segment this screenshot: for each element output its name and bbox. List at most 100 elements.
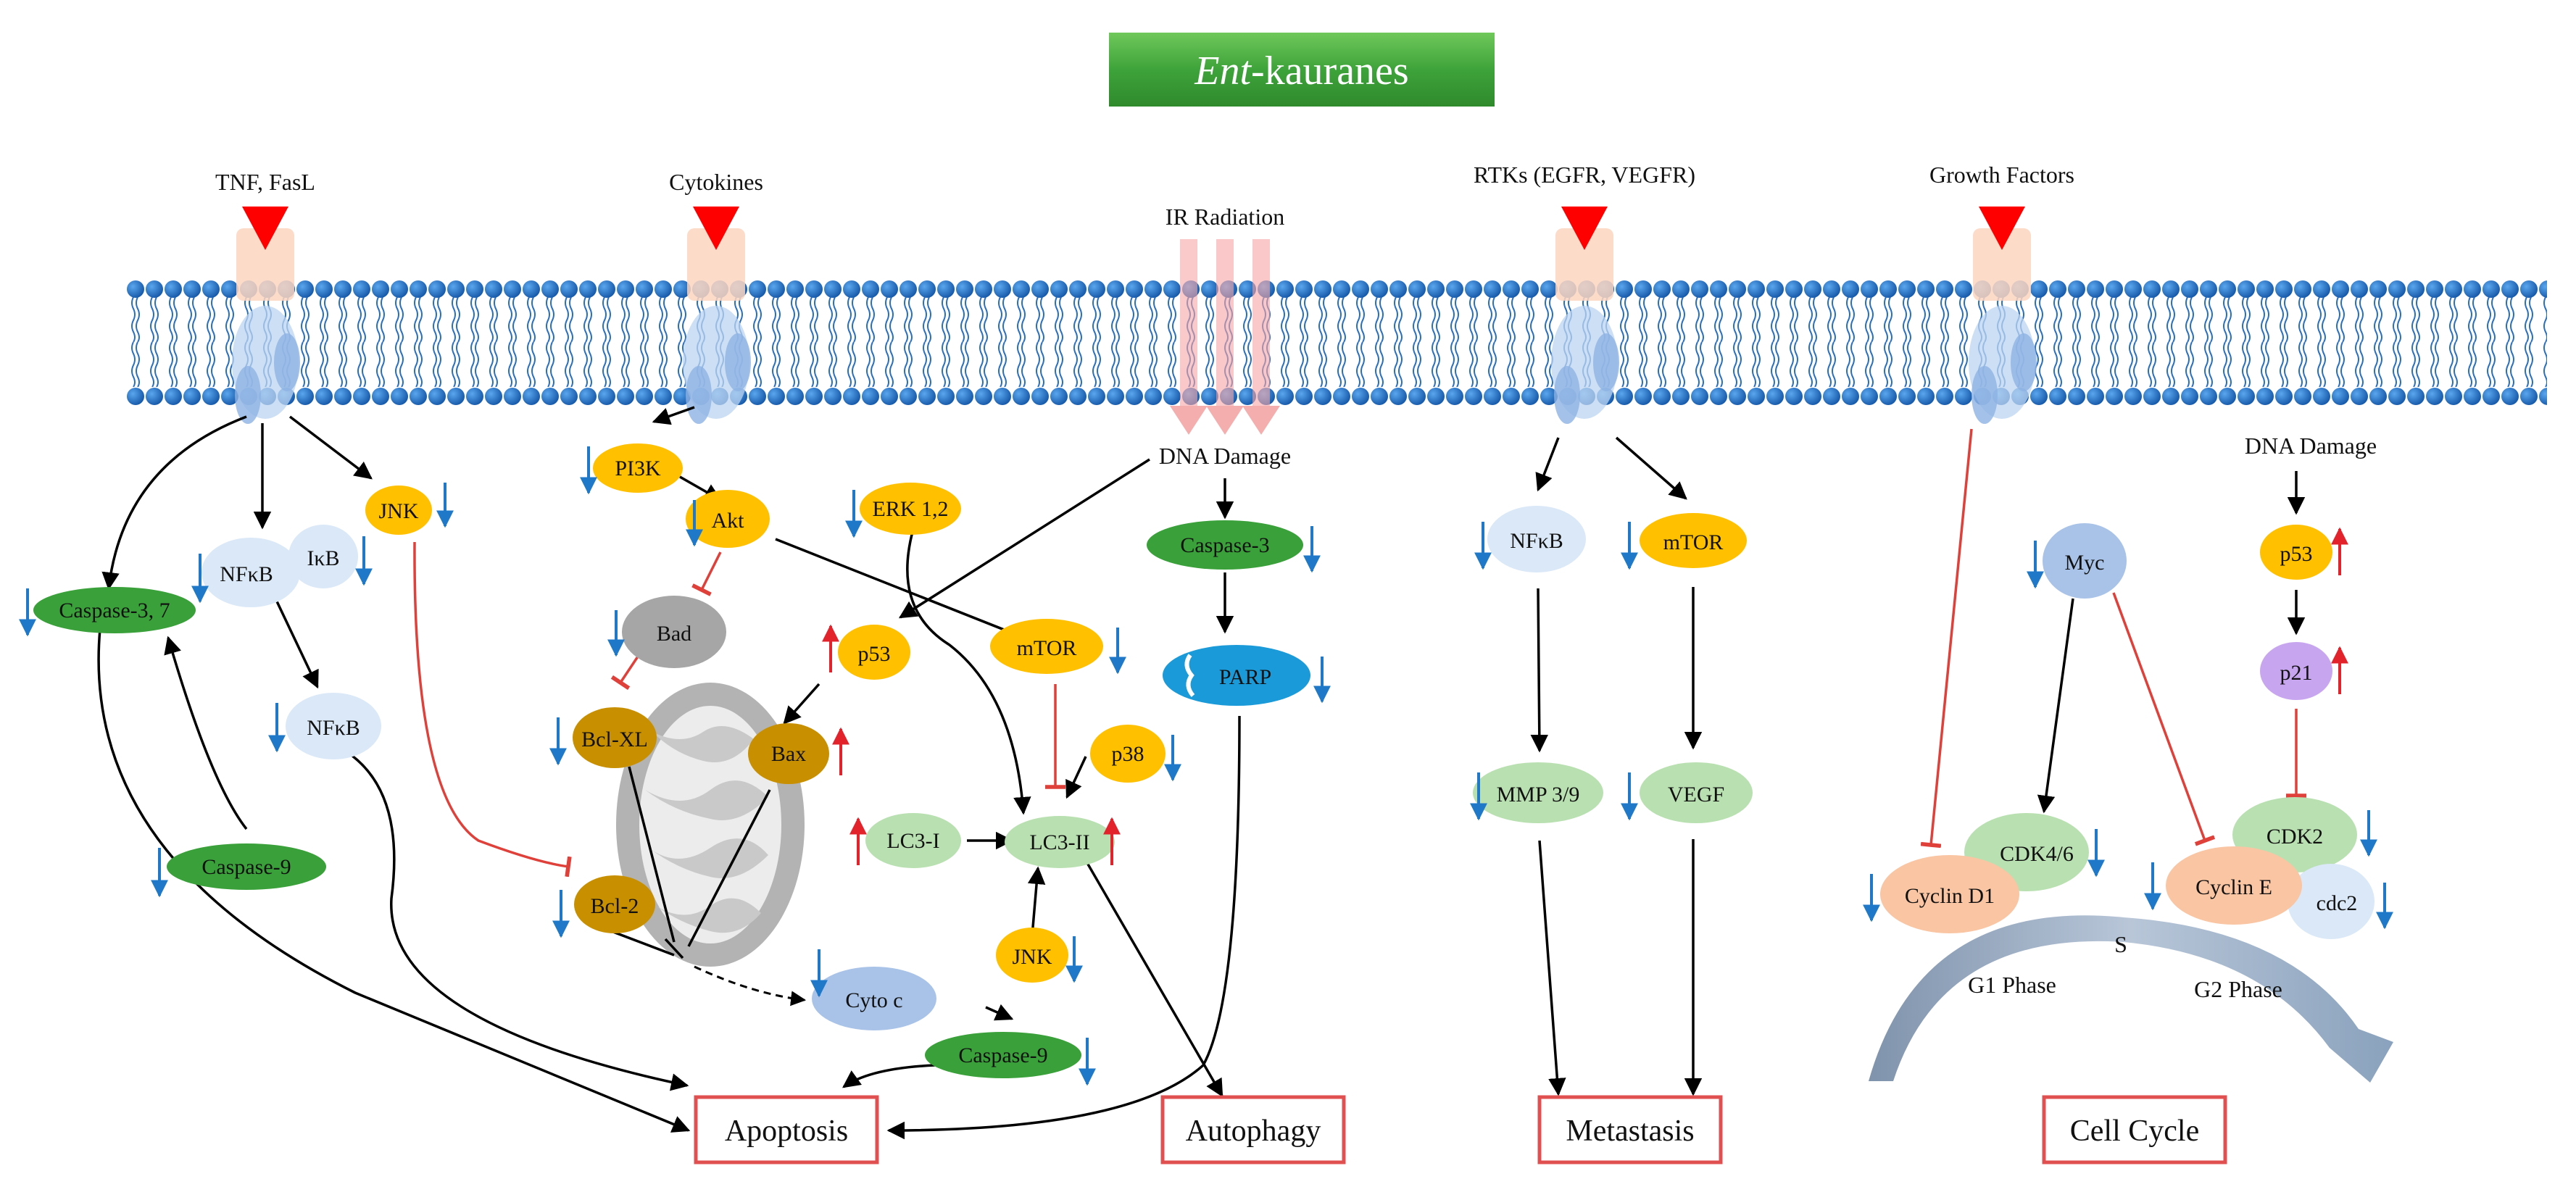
- node-mmp-3-9: MMP 3/9: [1473, 762, 1603, 823]
- svg-text:p38: p38: [1112, 742, 1144, 766]
- svg-text:Cyto c: Cyto c: [845, 988, 902, 1012]
- svg-text:PI3K: PI3K: [615, 457, 661, 480]
- node-erk-1-2: ERK 1,2: [860, 483, 961, 535]
- node-caspase-9-2: Caspase-9: [925, 1032, 1081, 1078]
- svg-text:Caspase-3: Caspase-3: [1180, 533, 1269, 557]
- node-vegf: VEGF: [1640, 762, 1753, 823]
- svg-text:JNK: JNK: [1012, 945, 1052, 969]
- node-nfkb-3: NFκB: [1487, 506, 1586, 572]
- label-s-phase: S: [2114, 931, 2127, 957]
- node-parp: PARP: [1163, 645, 1310, 706]
- label-g2-phase: G2 Phase: [2194, 976, 2282, 1002]
- stimulus-tnf-fasl: TNF, FasL: [215, 169, 315, 195]
- svg-text:IκB: IκB: [307, 546, 339, 570]
- svg-text:p53: p53: [2280, 542, 2313, 566]
- svg-text:Caspase-9: Caspase-9: [958, 1043, 1047, 1067]
- node-lc3-i: LC3-I: [865, 813, 961, 868]
- outcome-autophagy: Autophagy: [1160, 1095, 1346, 1164]
- stimulus-rtks: RTKs (EGFR, VEGFR): [1474, 162, 1695, 188]
- svg-text:p53: p53: [858, 642, 891, 666]
- svg-text:mTOR: mTOR: [1663, 530, 1724, 554]
- svg-text:MMP 3/9: MMP 3/9: [1497, 783, 1580, 807]
- svg-text:NFκB: NFκB: [307, 716, 360, 740]
- node-caspase-3-7: Caspase-3, 7: [33, 587, 196, 633]
- node-bad: Bad: [622, 596, 726, 668]
- connectors-activation: [97, 406, 2306, 1140]
- svg-text:Bcl-XL: Bcl-XL: [581, 728, 648, 751]
- node-lc3-ii: LC3-II: [1005, 816, 1115, 868]
- svg-text:JNK: JNK: [378, 499, 418, 523]
- svg-text:p21: p21: [2280, 661, 2313, 685]
- stimulus-ir-radiation: IR Radiation: [1166, 204, 1284, 230]
- title-prefix: Ent: [1194, 49, 1252, 93]
- node-akt: Akt: [686, 490, 770, 548]
- node-jnk-1: JNK: [365, 486, 432, 535]
- label-dna-damage-2: DNA Damage: [2245, 433, 2377, 459]
- node-bax: Bax: [748, 723, 829, 784]
- svg-text:Cell Cycle: Cell Cycle: [2070, 1114, 2199, 1148]
- svg-text:CDK4/6: CDK4/6: [2000, 842, 2074, 866]
- svg-text:Cyclin E: Cyclin E: [2195, 875, 2272, 899]
- svg-text:Caspase-9: Caspase-9: [201, 855, 291, 879]
- regulation-up-arrows: [822, 527, 2348, 865]
- node-myc: Myc: [2043, 523, 2127, 599]
- cyto-c-release-arrow: [694, 965, 807, 1007]
- node-cdc2: cdc2: [2288, 864, 2375, 939]
- node-cyclin-d1: Cyclin D1: [1880, 855, 2019, 933]
- svg-text:Akt: Akt: [712, 509, 745, 533]
- ir-radiation-arrows: [1170, 239, 1280, 435]
- svg-text:NFκB: NFκB: [1510, 529, 1563, 553]
- svg-text:LC3-I: LC3-I: [886, 829, 939, 853]
- svg-text:NFκB: NFκB: [220, 562, 273, 586]
- svg-text:Autophagy: Autophagy: [1186, 1114, 1321, 1148]
- node-bcl-xl: Bcl-XL: [573, 707, 657, 768]
- svg-text:Bad: Bad: [657, 622, 691, 646]
- svg-text:mTOR: mTOR: [1017, 636, 1077, 660]
- cell-cycle-arc: [1869, 915, 2393, 1083]
- node-cyto-c: Cyto c: [812, 967, 936, 1030]
- connectors-inhibition-red: [413, 428, 2306, 878]
- node-pi3k: PI3K: [593, 443, 683, 493]
- svg-text:Ent-kauranes: Ent-kauranes: [1194, 49, 1408, 93]
- stimulus-growth-factors: Growth Factors: [1929, 162, 2074, 188]
- node-caspase-3: Caspase-3: [1147, 520, 1303, 570]
- receptor-rtks: [1551, 207, 1619, 424]
- svg-text:Bax: Bax: [771, 742, 806, 766]
- node-cyclin-e: Cyclin E: [2166, 846, 2302, 925]
- svg-text:CDK2: CDK2: [2267, 825, 2323, 849]
- label-g1-phase: G1 Phase: [1968, 972, 2056, 998]
- receptor-tnf: [232, 207, 300, 424]
- svg-text:Caspase-3, 7: Caspase-3, 7: [59, 599, 170, 622]
- svg-text:Apoptosis: Apoptosis: [725, 1114, 848, 1148]
- node-mtor-2: mTOR: [1640, 513, 1747, 568]
- node-p38: p38: [1090, 725, 1166, 783]
- label-dna-damage-1: DNA Damage: [1159, 443, 1291, 469]
- outcome-apoptosis: Apoptosis: [694, 1095, 879, 1164]
- receptor-growth-factors: [1969, 207, 2037, 424]
- svg-text:LC3-II: LC3-II: [1029, 830, 1089, 854]
- stimulus-cytokines: Cytokines: [669, 169, 763, 195]
- node-bcl-2: Bcl-2: [574, 875, 655, 933]
- svg-text:PARP: PARP: [1219, 665, 1271, 689]
- receptor-cytokines: [683, 207, 751, 424]
- title-suffix: -kauranes: [1251, 49, 1409, 93]
- svg-text:Metastasis: Metastasis: [1566, 1114, 1694, 1148]
- svg-text:VEGF: VEGF: [1668, 783, 1724, 807]
- node-caspase-9-1: Caspase-9: [167, 843, 326, 890]
- svg-text:cdc2: cdc2: [2317, 891, 2358, 915]
- outcome-metastasis: Metastasis: [1537, 1095, 1723, 1164]
- node-jnk-2: JNK: [996, 928, 1068, 983]
- svg-text:Myc: Myc: [2065, 551, 2105, 575]
- node-nfkb-2: NFκB: [286, 693, 381, 759]
- svg-text:Bcl-2: Bcl-2: [591, 894, 639, 918]
- cell-membrane: [126, 280, 2547, 406]
- node-mtor-1: mTOR: [990, 619, 1103, 674]
- svg-text:ERK 1,2: ERK 1,2: [873, 497, 949, 521]
- node-p53-1: p53: [838, 625, 910, 680]
- svg-text:Cyclin D1: Cyclin D1: [1905, 884, 1995, 908]
- node-nfkb-1: NFκB: [201, 538, 300, 607]
- node-ikb: IκB: [288, 525, 358, 588]
- outcome-cell-cycle: Cell Cycle: [2042, 1095, 2227, 1164]
- title-banner: Ent-kauranes: [1109, 33, 1495, 107]
